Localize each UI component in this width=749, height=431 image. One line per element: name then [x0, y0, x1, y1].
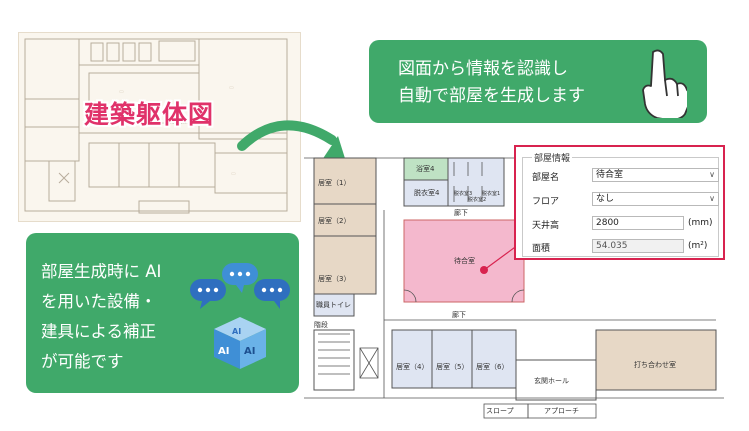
floor-select[interactable]: なし ∨: [592, 192, 719, 206]
source-plan-label: 建築躯体図: [84, 100, 215, 129]
chevron-down-icon: ∨: [709, 194, 715, 203]
area-label: 面積: [532, 244, 551, 254]
svg-text:▭: ▭: [231, 171, 236, 177]
selected-room-marker: [480, 266, 488, 274]
properties-frame: [522, 157, 719, 257]
source-floor-plan: ▭ ▭ ▭: [18, 32, 301, 222]
room-name-select[interactable]: 待合室 ∨: [592, 168, 719, 182]
room-label-r6: 居室（6）: [476, 363, 509, 371]
room-label-r1: 居室（1）: [318, 179, 351, 187]
ai-cube-label-left: AI: [218, 346, 229, 357]
ai-cube-label-right: AI: [244, 346, 255, 357]
room-label-dressing: 脱衣室4: [414, 189, 440, 197]
floor-value: なし: [596, 194, 615, 204]
room-label-r2: 居室（2）: [318, 217, 351, 225]
svg-text:▭: ▭: [229, 85, 234, 91]
feature-bubble-ai-correction: 部屋生成時に AI を用いた設備・ 建具による補正 が可能です AI AI AI: [26, 233, 299, 393]
room-label-slope: スロープ: [486, 407, 514, 415]
properties-title: 部屋情報: [532, 151, 573, 164]
room-label-stairs: 階段: [314, 321, 328, 329]
room-label-r5: 居室（5）: [436, 363, 469, 371]
bubble-left-line1: 部屋生成時に AI: [41, 262, 162, 281]
room-label-hall: 玄関ホール: [534, 377, 569, 385]
floor-label: フロア: [532, 197, 560, 207]
room-name-label: 部屋名: [532, 173, 560, 183]
room-name-value: 待合室: [596, 170, 624, 180]
room-label-waiting: 待合室: [454, 257, 475, 265]
feature-bubble-recognition: 図面から情報を認識し 自動で部屋を生成します: [369, 40, 707, 123]
room-label-r3: 居室（3）: [318, 275, 351, 283]
ai-cube-label-top: AI: [232, 327, 241, 336]
bubble-left-line4: が可能です: [41, 352, 124, 371]
room-properties-panel: 部屋情報 部屋名 待合室 ∨ フロア なし ∨ 天井高 2800 (mm) 面積…: [514, 145, 725, 260]
generated-plan-drawing: [304, 157, 724, 419]
area-value: 54.035: [596, 241, 628, 251]
room-label-shower3: 脱衣室3: [454, 191, 473, 197]
bubble-top-line1: 図面から情報を認識し: [398, 59, 568, 79]
pointing-hand-icon: [642, 49, 687, 118]
room-label-toilet: 職員トイレ: [316, 301, 351, 309]
room-label-corridor-top: 廊下: [454, 209, 468, 217]
ceiling-height-input[interactable]: 2800: [592, 216, 684, 230]
svg-text:▭: ▭: [119, 89, 124, 95]
room-label-approach: アプローチ: [544, 407, 579, 415]
area-field: 54.035: [592, 239, 684, 253]
ai-cube-icon: AI AI AI: [214, 317, 266, 369]
room-label-shower2: 脱衣室2: [468, 197, 487, 203]
room-label-bath: 浴室4: [416, 165, 435, 173]
room-label-corridor-mid: 廊下: [452, 311, 466, 319]
bubble-left-line3: 建具による補正: [41, 322, 157, 341]
room-label-r4: 居室（4）: [396, 363, 429, 371]
bubble-top-line2: 自動で部屋を生成します: [398, 86, 585, 106]
ceiling-height-unit: (mm): [688, 218, 713, 228]
ceiling-height-value: 2800: [596, 218, 619, 228]
generated-floor-plan: 居室（1） 居室（2） 居室（3） 浴室4 脱衣室4 廊下 待合室 廊下 職員ト…: [304, 150, 724, 420]
ceiling-height-label: 天井高: [532, 221, 560, 231]
room-label-meeting: 打ち合わせ室: [634, 361, 676, 369]
area-unit: (m²): [688, 241, 708, 251]
bubble-left-line2: を用いた設備・: [41, 292, 157, 311]
room-label-shower1: 脱衣室1: [482, 191, 501, 197]
chevron-down-icon: ∨: [709, 170, 715, 179]
ai-chat-icon: AI AI AI: [190, 263, 290, 369]
